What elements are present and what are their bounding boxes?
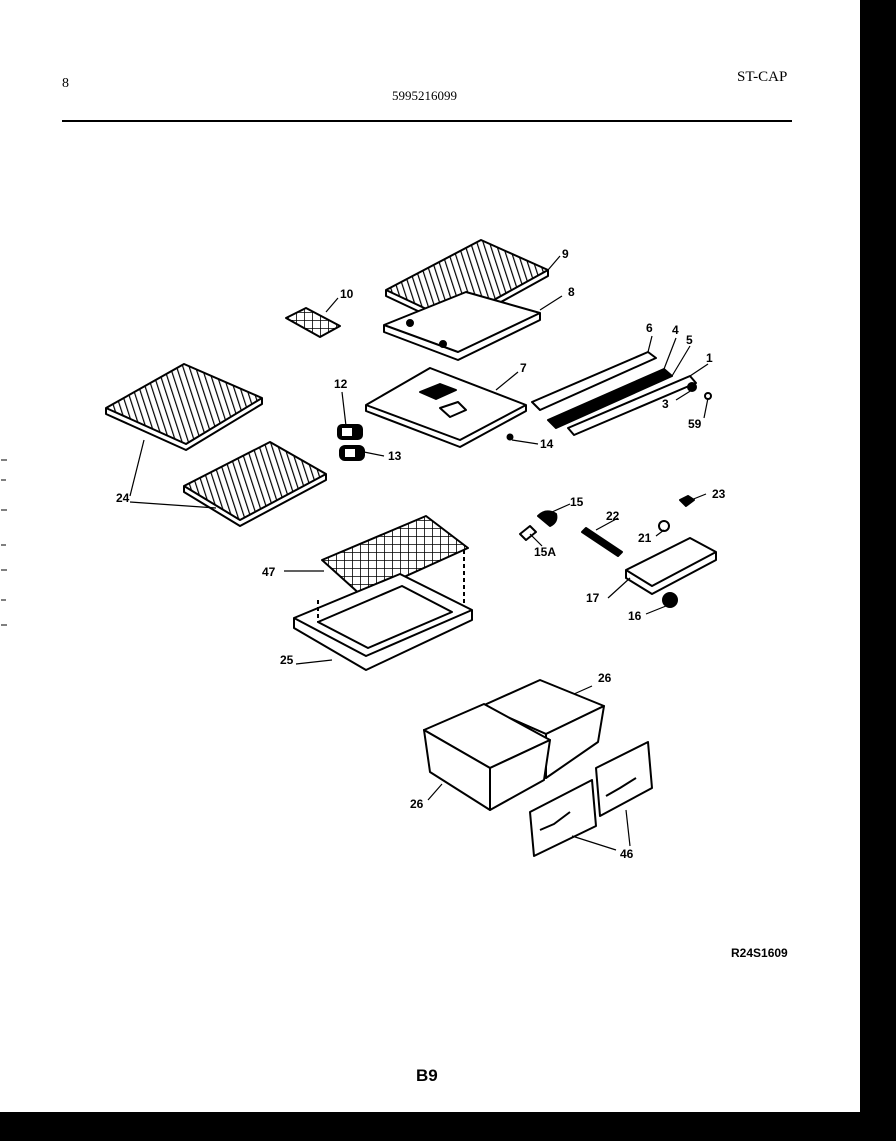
- callout-16: 16: [628, 609, 642, 623]
- header-rule: [62, 120, 792, 122]
- part-15A-socket: [519, 525, 537, 541]
- callout-14: 14: [540, 437, 554, 451]
- callout-10: 10: [340, 287, 354, 301]
- callout-15: 15: [570, 495, 584, 509]
- callout-13: 13: [388, 449, 402, 463]
- callout-17: 17: [586, 591, 600, 605]
- part-26-pan-left: [423, 703, 551, 811]
- page: 8 5995216099 ST-CAP: [0, 0, 860, 1112]
- callout-4: 4: [672, 323, 679, 337]
- part-17-housing: [625, 537, 717, 595]
- exploded-parts-diagram: 13456789101213141515A1617212223242526264…: [105, 239, 726, 861]
- part-3-screw: [687, 382, 697, 392]
- callout-59: 59: [688, 417, 702, 431]
- callout-47: 47: [262, 565, 276, 579]
- part-24-shelf-upper: [105, 363, 263, 451]
- callout-1: 1: [706, 351, 713, 365]
- part-8-frame: [383, 291, 541, 361]
- part-16-knob: [662, 592, 678, 608]
- reference-code: R24S1609: [731, 946, 788, 960]
- page-code: B9: [416, 1066, 438, 1085]
- callout-26: 26: [598, 671, 612, 685]
- part-number: 5995216099: [392, 88, 457, 103]
- callout-23: 23: [712, 487, 726, 501]
- callout-25: 25: [280, 653, 294, 667]
- callout-7: 7: [520, 361, 527, 375]
- model-code: ST-CAP: [737, 69, 788, 85]
- part-1-rail: [567, 375, 697, 436]
- part-7-panel: [365, 367, 527, 448]
- part-15-bulb: [537, 510, 558, 527]
- part-47-cover: [321, 515, 469, 597]
- scan-edge-marks: [1, 459, 7, 626]
- part-21-knob: [658, 520, 670, 532]
- callout-24: 24: [116, 491, 130, 505]
- part-13-bracket: [339, 445, 365, 461]
- callout-label-group: 13456789101213141515A1617212223242526264…: [116, 247, 726, 861]
- page-number: 8: [62, 76, 69, 91]
- part-10-grille: [285, 307, 341, 338]
- callout-22: 22: [606, 509, 620, 523]
- callout-8: 8: [568, 285, 575, 299]
- part-6-rail: [531, 351, 657, 411]
- part-24-shelf-lower: [183, 441, 327, 527]
- part-12-bracket: [337, 424, 363, 440]
- part-46-front-left: [529, 779, 597, 857]
- part-46-front-right: [595, 741, 653, 817]
- callout-9: 9: [562, 247, 569, 261]
- part-14-screw: [506, 433, 514, 441]
- callout-26: 26: [410, 797, 424, 811]
- callout-46: 46: [620, 847, 634, 861]
- part-22-switch: [581, 527, 623, 557]
- callout-3: 3: [662, 397, 669, 411]
- callout-5: 5: [686, 333, 693, 347]
- callout-21: 21: [638, 531, 652, 545]
- callout-15A: 15A: [534, 545, 556, 559]
- callout-12: 12: [334, 377, 348, 391]
- callout-6: 6: [646, 321, 653, 335]
- part-25-frame: [293, 550, 473, 671]
